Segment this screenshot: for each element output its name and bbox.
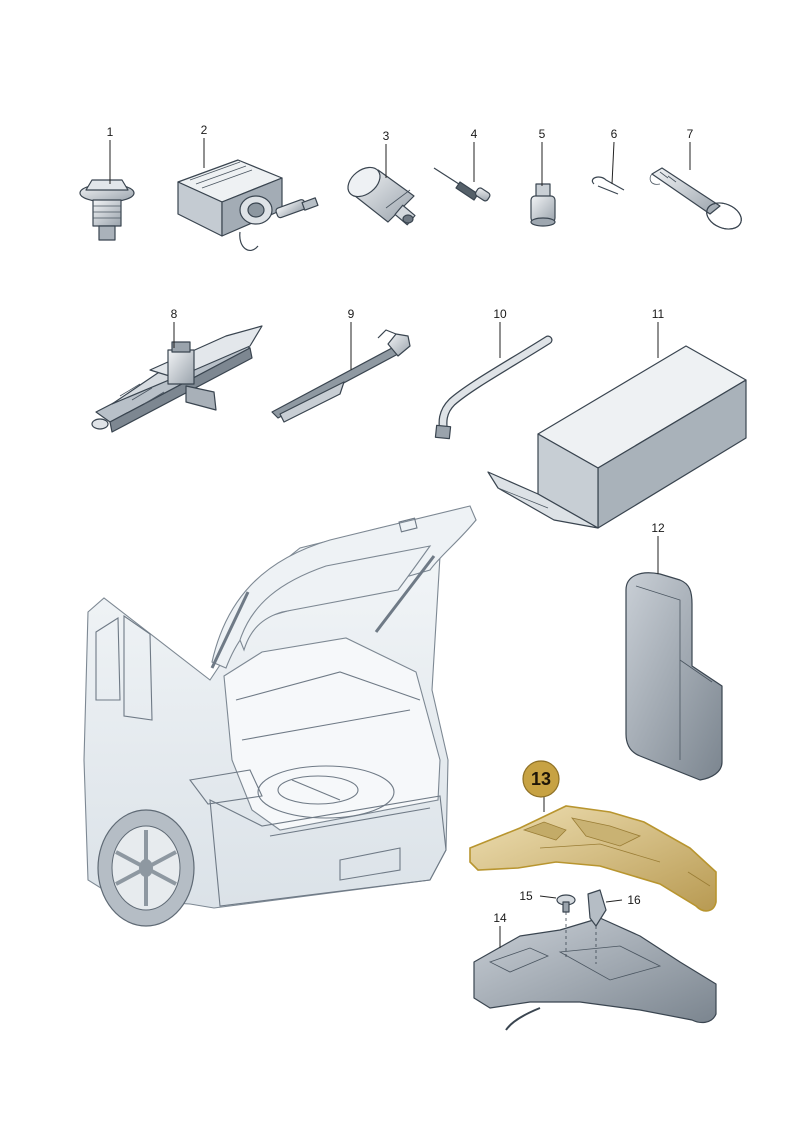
label-part-4[interactable]: 4	[471, 127, 478, 141]
highlight-badge-part-13[interactable]: 13	[522, 760, 560, 798]
label-part-5[interactable]: 5	[539, 127, 546, 141]
label-part-7[interactable]: 7	[687, 127, 694, 141]
label-part-11[interactable]: 11	[652, 307, 665, 321]
part-6-clip[interactable]	[591, 176, 625, 195]
part-7-towing-eye[interactable]	[649, 167, 745, 234]
part-10-bent-rod[interactable]	[434, 335, 553, 440]
label-part-16[interactable]: 16	[627, 893, 641, 907]
part-9-wheel-brace[interactable]	[271, 329, 411, 423]
part-4-valve-tool[interactable]	[433, 167, 491, 202]
label-part-2[interactable]: 2	[201, 123, 208, 137]
label-part-15[interactable]: 15	[519, 889, 533, 903]
car-rear-view	[83, 505, 477, 927]
part-13-foam-insert-highlighted[interactable]	[469, 805, 717, 912]
leader-lines	[109, 138, 691, 948]
label-part-9[interactable]: 9	[348, 307, 355, 321]
part-1-screw-plug[interactable]	[79, 179, 135, 241]
part-3-sealant-bottle[interactable]	[342, 161, 416, 226]
part-11-storage-box[interactable]	[487, 345, 747, 529]
part-5-adapter[interactable]	[530, 183, 556, 227]
label-part-10[interactable]: 10	[493, 307, 507, 321]
part-12-foam-block[interactable]	[625, 572, 723, 781]
part-14-foam-tray[interactable]	[473, 917, 717, 1031]
label-part-3[interactable]: 3	[383, 129, 390, 143]
label-part-14[interactable]: 14	[493, 911, 507, 925]
part-2-compressor[interactable]	[177, 159, 319, 251]
label-part-6[interactable]: 6	[611, 127, 618, 141]
label-part-13[interactable]: 13	[531, 769, 551, 789]
part-15-clip[interactable]	[556, 894, 576, 960]
label-part-12[interactable]: 12	[651, 521, 665, 535]
part-number-labels: 1 2 3 4 5 6 7 8 9 10 11 12 14 15 16	[107, 123, 694, 925]
label-part-1[interactable]: 1	[107, 125, 114, 139]
part-16-strap[interactable]	[587, 889, 607, 964]
label-part-8[interactable]: 8	[171, 307, 178, 321]
part-8-jack[interactable]	[91, 325, 263, 433]
